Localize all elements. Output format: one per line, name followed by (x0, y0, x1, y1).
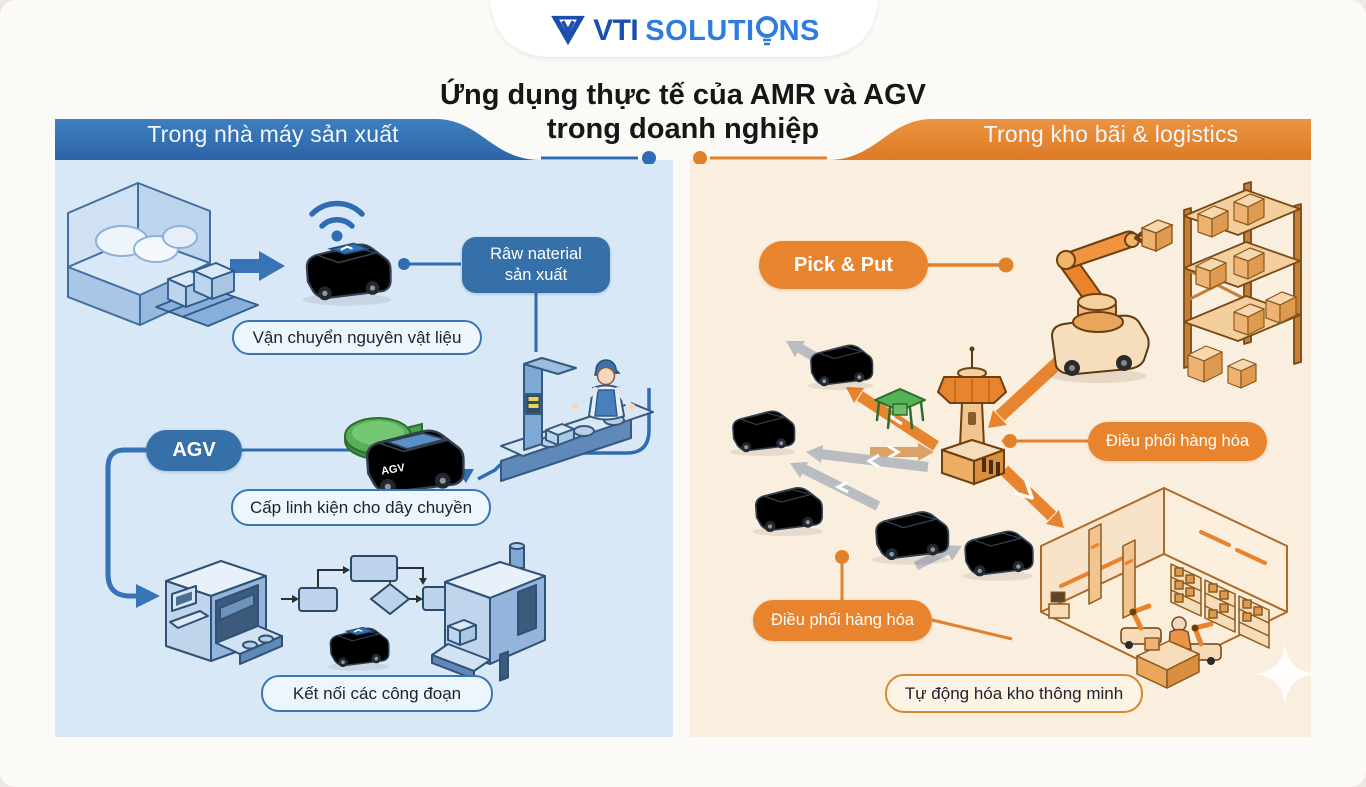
arrow-to-machine (136, 584, 160, 608)
control-tower-illustration (937, 346, 1007, 486)
amr-van-blue-bottom (744, 478, 828, 538)
supply-line-label: Cấp linh kiện cho dây chuyền (231, 489, 491, 526)
warehouse-person (1168, 616, 1192, 650)
rack-robot-arm-illustration (1050, 181, 1302, 389)
dispatch-label-bottom: Điều phối hàng hóa (753, 600, 932, 641)
transport-label: Vận chuyển nguyên vật liệu (232, 320, 482, 355)
small-amr-illustration (320, 626, 394, 672)
arrow-bin-to-robot (230, 251, 285, 281)
left-panel-header: Trong nhà máy sản xuất (147, 121, 399, 147)
machine-2-illustration (431, 542, 546, 682)
machine-1-illustration (165, 560, 283, 665)
agv-label: AGV (146, 430, 242, 471)
factory-worker (571, 359, 636, 421)
dispatch-label-right: Điều phối hàng hóa (1088, 422, 1267, 461)
amr-van-blue-top (800, 336, 878, 392)
amr-robot-illustration (292, 242, 398, 310)
conveyor-worker-illustration (500, 357, 654, 482)
smart-warehouse-illustration (1040, 487, 1288, 689)
sparkle-icon (1256, 643, 1314, 705)
raw-material-label: Râw naterial sản xuất (462, 237, 610, 293)
vti-triangle-icon (551, 15, 585, 46)
left-panel-header-shape (55, 119, 656, 164)
pick-put-label: Pick & Put (759, 241, 928, 289)
connect-stages-label: Kết nối các công đoạn (261, 675, 493, 712)
agv-vehicle-text: AGV (380, 462, 406, 478)
right-panel-header-shape (693, 119, 1311, 164)
mobile-robot-arm (1050, 219, 1174, 383)
agv-van-orange-center (862, 502, 956, 566)
lightbulb-o-icon (755, 16, 778, 46)
agv-van-orange-left (722, 402, 800, 458)
right-connectors (786, 257, 1088, 641)
logo-text-vti: VTI (593, 14, 639, 47)
smart-warehouse-label: Tự động hóa kho thông minh (885, 674, 1143, 713)
agv-vehicle-illustration: AGV (350, 416, 472, 504)
logo-banner (490, 0, 878, 57)
page-title: Ứng dụng thực tế của AMR và AGV trong do… (440, 79, 926, 145)
right-panel-header: Trong kho bãi & logistics (983, 121, 1239, 147)
wifi-icon (309, 200, 365, 242)
agv-van-orange-right (952, 522, 1040, 582)
raw-material-bin-illustration (67, 182, 259, 327)
green-drone-robot (874, 388, 926, 430)
